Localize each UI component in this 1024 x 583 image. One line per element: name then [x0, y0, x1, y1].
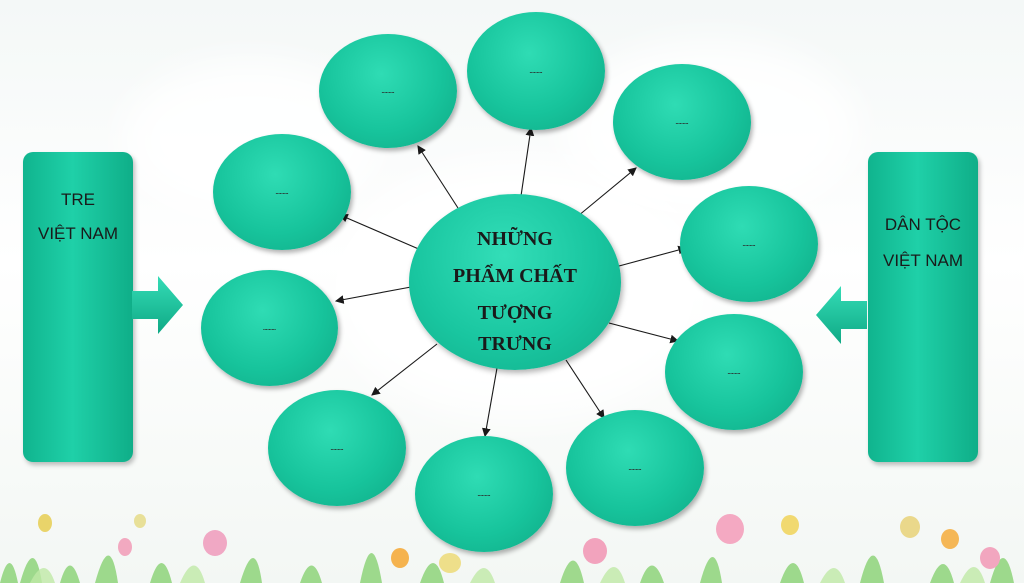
bubble-8: ………	[268, 390, 406, 506]
bubble-9: ………	[415, 436, 553, 552]
bubble-5: ………	[680, 186, 818, 302]
bubble-placeholder: ………	[675, 118, 689, 126]
arrow-to-bubble-6	[334, 286, 412, 304]
bubble-placeholder: ………	[727, 368, 741, 376]
right-box: DÂN TỘC VIỆT NAM	[868, 152, 978, 462]
bubble-10: ………	[566, 410, 704, 526]
bubble-placeholder: ………	[275, 188, 289, 196]
left-box: TRE VIỆT NAM	[23, 152, 133, 462]
center-line-1: NHỮNG	[477, 228, 553, 250]
left-box-line-1: TRE	[61, 190, 95, 209]
bubble-placeholder: ………	[330, 444, 344, 452]
left-pointing-block-arrow	[816, 286, 867, 344]
bubble-3: ………	[613, 64, 751, 180]
arrow-to-bubble-1	[417, 145, 459, 209]
bubble-6: ………	[201, 270, 338, 386]
arrow-to-bubble-2	[520, 126, 535, 197]
arrow-to-bubble-3	[577, 167, 637, 217]
bubble-4: ………	[213, 134, 351, 250]
bubble-placeholder: ………	[477, 490, 491, 498]
center-line-2: PHẨM CHẤT	[453, 265, 577, 287]
center-bubble: NHỮNG PHẨM CHẤT TƯỢNG TRƯNG	[409, 194, 621, 370]
bubble-2: ………	[467, 12, 605, 130]
bubble-7: ………	[665, 314, 803, 430]
center-line-3: TƯỢNG	[477, 302, 553, 324]
flower-grass-decoration	[0, 514, 1014, 583]
bubble-placeholder: ………	[742, 240, 756, 248]
arrow-to-bubble-9	[482, 367, 498, 438]
right-box-line-1: DÂN TỘC	[884, 215, 962, 234]
bubble-placeholder: ………	[529, 67, 543, 75]
arrow-to-bubble-7	[608, 322, 680, 344]
center-line-4: TRƯNG	[478, 333, 552, 355]
bubble-placeholder: ………	[381, 87, 395, 95]
bubble-placeholder: ………	[628, 464, 642, 472]
right-box-line-2: VIỆT NAM	[883, 251, 963, 270]
bubble-placeholder: ………	[263, 324, 276, 332]
right-pointing-block-arrow	[132, 276, 183, 334]
arrow-to-bubble-8	[371, 343, 438, 396]
arrow-to-bubble-10	[565, 359, 605, 419]
arrow-to-bubble-5	[618, 245, 688, 267]
left-box-line-2: VIỆT NAM	[38, 224, 118, 243]
bubble-1: ………	[319, 34, 457, 148]
arrow-to-bubble-4	[338, 214, 422, 251]
